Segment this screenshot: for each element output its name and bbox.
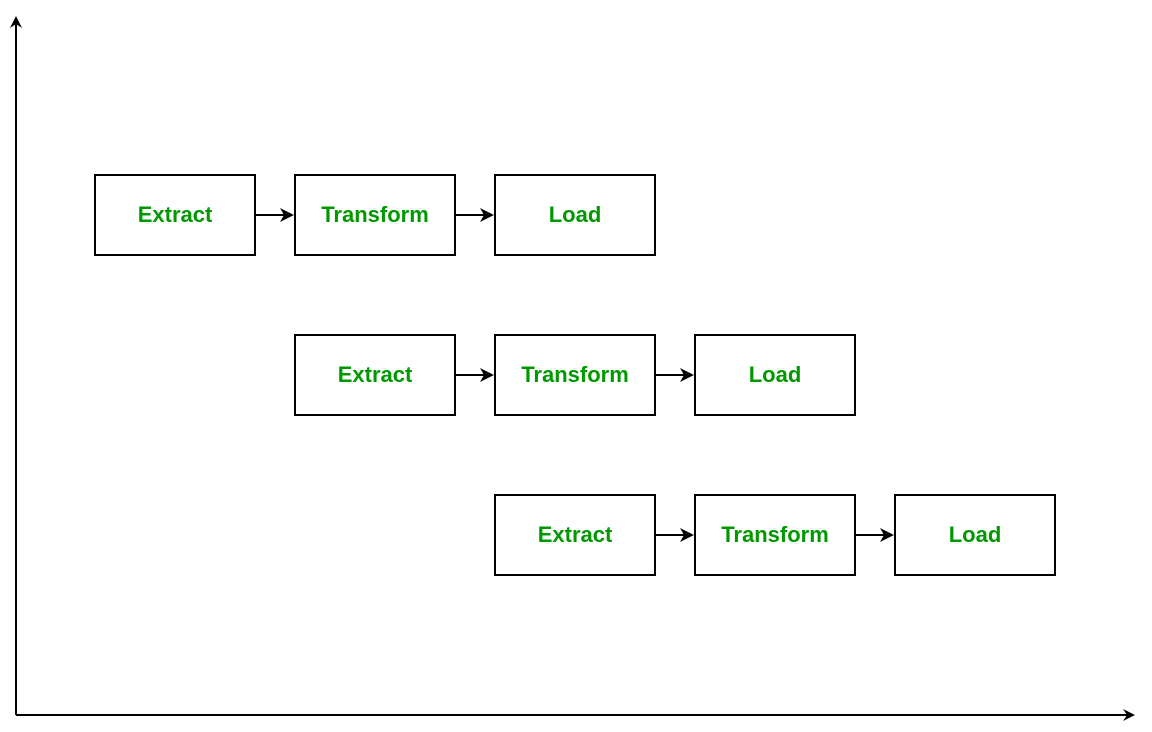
stage-label: Extract — [138, 202, 213, 227]
stage-label: Load — [949, 522, 1002, 547]
stage-box-transform: Transform — [294, 174, 456, 256]
stage-label: Extract — [538, 522, 613, 547]
stage-box-transform: Transform — [694, 494, 856, 576]
stage-box-extract: Extract — [294, 334, 456, 416]
pipeline-1: Extract Transform Load — [94, 174, 656, 256]
stage-box-transform: Transform — [494, 334, 656, 416]
stage-box-load: Load — [694, 334, 856, 416]
stage-label: Transform — [321, 202, 429, 227]
stage-box-load: Load — [894, 494, 1056, 576]
stage-box-extract: Extract — [494, 494, 656, 576]
stage-label: Extract — [338, 362, 413, 387]
stage-label: Transform — [521, 362, 629, 387]
stage-box-load: Load — [494, 174, 656, 256]
stage-box-extract: Extract — [94, 174, 256, 256]
stage-label: Transform — [721, 522, 829, 547]
stage-label: Load — [749, 362, 802, 387]
pipeline-2: Extract Transform Load — [294, 334, 856, 416]
stage-label: Load — [549, 202, 602, 227]
pipeline-3: Extract Transform Load — [494, 494, 1056, 576]
